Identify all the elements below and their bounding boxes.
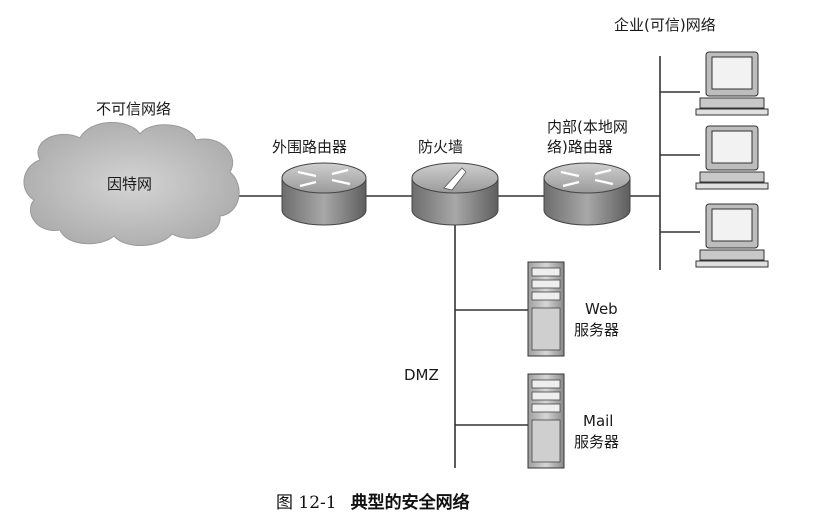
- internet-label: 因特网: [107, 175, 153, 193]
- connection-lines: [236, 56, 700, 468]
- firewall-label: 防火墙: [418, 138, 464, 156]
- firewall-icon: [411, 162, 499, 226]
- router-icon: [543, 162, 631, 226]
- server-icon: [527, 373, 565, 469]
- figure-number: 图 12-1: [276, 493, 337, 513]
- web-server-label-line2: 服务器: [574, 321, 620, 339]
- web-server-label-line1: Web: [585, 300, 618, 318]
- figure-title: 典型的安全网络: [350, 493, 470, 513]
- perimeter-router-label: 外围路由器: [272, 138, 348, 156]
- computer-icon: [695, 203, 769, 268]
- mail-server-label-line2: 服务器: [574, 433, 620, 451]
- figure-caption: 图 12-1 典型的安全网络: [276, 488, 470, 513]
- mail-server-label-line1: Mail: [583, 412, 614, 430]
- cloud-icon: [23, 122, 240, 247]
- computer-icon: [695, 51, 769, 116]
- untrusted-network-label: 不可信网络: [96, 100, 172, 118]
- enterprise-network-label: 企业(可信)网络: [614, 16, 716, 34]
- internal-router-label-line2: 络)路由器: [547, 138, 613, 156]
- dmz-label: DMZ: [404, 366, 439, 384]
- server-icon: [527, 261, 565, 357]
- router-icon: [281, 162, 367, 226]
- internal-router-label-line1: 内部(本地网: [547, 118, 628, 136]
- computer-icon: [695, 125, 769, 190]
